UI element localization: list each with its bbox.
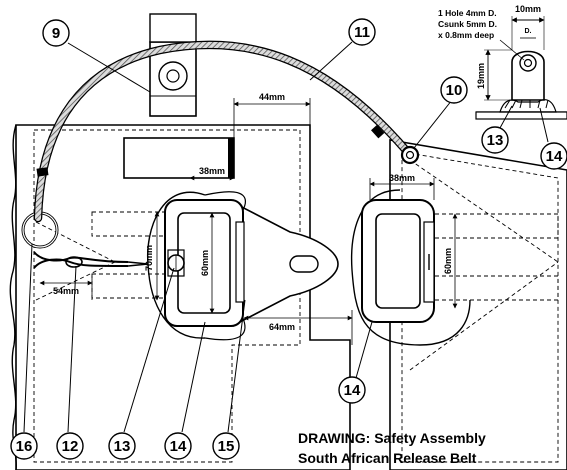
leader-lines xyxy=(23,41,549,433)
dim-60mm-left: 60mm xyxy=(200,250,210,276)
callout-14-right: 14 xyxy=(338,376,366,404)
dim-60mm-right: 60mm xyxy=(443,248,453,274)
callout-14-label: 14 xyxy=(170,438,187,455)
right-buckle xyxy=(350,189,471,346)
drawing-subtitle: South African Release Belt xyxy=(298,450,477,466)
top-clip xyxy=(149,13,197,117)
callout-13: 13 xyxy=(108,432,136,460)
drawing-title: DRAWING: Safety Assembly xyxy=(298,430,486,446)
callout-12: 12 xyxy=(56,432,84,460)
safety-cable xyxy=(33,40,415,223)
callout-14-detail-label: 14 xyxy=(546,148,563,165)
title-block: DRAWING: Safety Assembly South African R… xyxy=(298,428,558,468)
callout-13-detail-label: 13 xyxy=(487,132,504,149)
callout-11: 11 xyxy=(348,18,376,46)
detail-view xyxy=(475,16,567,120)
hole-note-line2: Csunk 5mm D. xyxy=(438,19,497,29)
dim-38mm-right: 38mm xyxy=(389,173,415,183)
callout-16: 16 xyxy=(10,432,38,460)
callout-14-detail: 14 xyxy=(540,142,567,170)
dim-d: D. xyxy=(525,28,532,35)
right-belt-panel xyxy=(389,139,567,470)
callout-9: 9 xyxy=(42,19,70,47)
dim-70mm: 70mm xyxy=(144,245,154,271)
callout-12-label: 12 xyxy=(62,438,79,455)
callout-9-label: 9 xyxy=(52,25,60,42)
callout-13-detail: 13 xyxy=(481,126,509,154)
dimension-lines xyxy=(39,98,458,345)
pin-ring xyxy=(21,211,149,269)
callout-14: 14 xyxy=(164,432,192,460)
dim-54mm: 54mm xyxy=(53,286,79,296)
callout-10: 10 xyxy=(440,76,468,104)
callout-11-label: 11 xyxy=(354,24,370,41)
hole-note-line1: 1 Hole 4mm D. xyxy=(438,8,497,18)
dim-44mm: 44mm xyxy=(259,92,285,102)
callout-15-label: 15 xyxy=(218,438,235,455)
dim-38mm-left: 38mm xyxy=(199,166,225,176)
callout-16-label: 16 xyxy=(16,438,33,455)
hole-note-line3: x 0.8mm deep xyxy=(438,30,494,40)
eyelet xyxy=(400,145,420,165)
callout-10-label: 10 xyxy=(446,82,463,99)
callout-15: 15 xyxy=(212,432,240,460)
callout-14-right-label: 14 xyxy=(344,382,361,399)
dim-19mm: 19mm xyxy=(476,63,486,89)
dim-10mm: 10mm xyxy=(515,4,541,14)
upper-strap-pad xyxy=(123,137,235,179)
left-buckle-frame xyxy=(164,199,245,327)
callout-13-label: 13 xyxy=(114,438,131,455)
dim-64mm: 64mm xyxy=(269,322,295,332)
